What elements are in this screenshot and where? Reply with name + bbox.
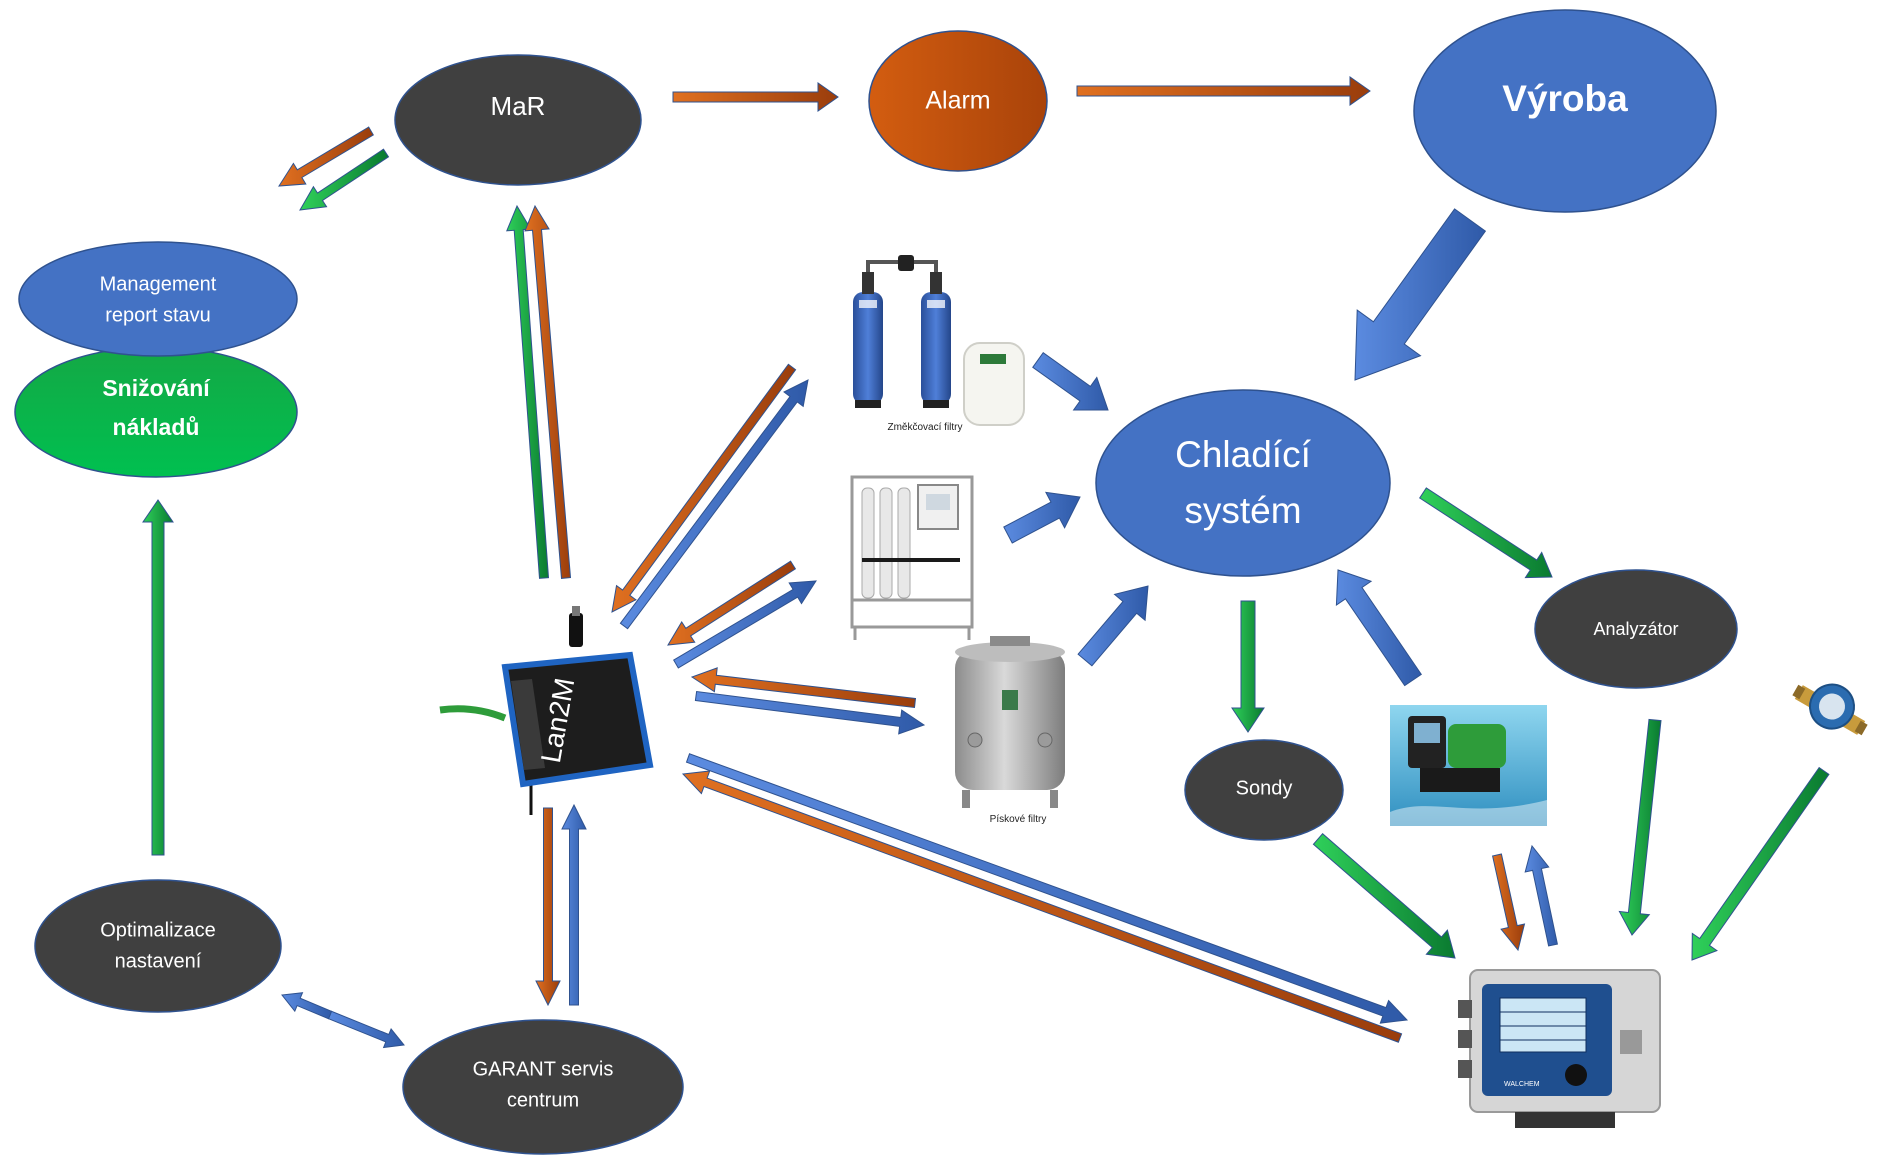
arrow-vyroba-to-chladici	[1354, 208, 1487, 381]
dosing-pump-image	[1390, 705, 1547, 826]
arrow-softener-to-chladici	[1032, 352, 1109, 411]
sand-filters-caption: Pískové filtry	[990, 814, 1047, 825]
node-analyzator[interactable]: Analyzátor	[1534, 569, 1738, 689]
node-sondy[interactable]: Sondy	[1184, 739, 1344, 841]
node-chladici-system[interactable]: Chladící systém	[1095, 389, 1391, 577]
arrow-sand-to-chladici	[1077, 585, 1149, 667]
arrow-router-to-softener-blue	[619, 379, 809, 630]
softener-caption: Změkčovací filtry	[887, 422, 962, 433]
node-garant-line1: GARANT servis	[473, 1058, 614, 1080]
node-garant-servis[interactable]: GARANT servis centrum	[402, 1019, 684, 1155]
arrow-optimalizace-to-snizovani	[142, 499, 174, 856]
arrow-router-to-mar-orange	[524, 204, 572, 579]
node-garant-line2: centrum	[507, 1089, 579, 1111]
arrow-ro-to-chladici	[1003, 491, 1081, 544]
node-management-line1: Management	[100, 273, 217, 295]
node-chladici-line2: systém	[1184, 490, 1301, 531]
lan2m-router-image: Lan2M	[439, 606, 654, 815]
controller-image: WALCHEM	[1458, 969, 1661, 1128]
softener-filters-image: Změkčovací filtry	[853, 255, 1025, 433]
arrow-garant-to-router-blue	[561, 803, 587, 1006]
arrow-optimalizace-garant-a	[327, 1010, 405, 1049]
arrow-sand-to-router-orange	[690, 667, 917, 709]
node-optimalizace-line2: nastavení	[115, 950, 202, 972]
arrow-mar-to-management-orange	[278, 126, 374, 187]
node-alarm-label: Alarm	[925, 87, 990, 115]
water-meter-image	[1792, 683, 1868, 736]
controller-brand: WALCHEM	[1504, 1081, 1540, 1088]
sand-filters-image: Pískové filtry	[955, 636, 1065, 825]
arrow-optimalizace-garant-b	[281, 992, 333, 1020]
ro-unit-image	[850, 475, 974, 640]
node-snizovani-nakladu[interactable]: Snižování nákladů	[14, 346, 298, 478]
arrow-mar-to-alarm	[672, 82, 839, 112]
arrow-ro-to-router-orange	[667, 560, 797, 646]
node-chladici-line1: Chladící	[1175, 434, 1311, 475]
node-optimalizace-line1: Optimalizace	[100, 919, 216, 941]
arrow-sondy-to-controller	[1312, 832, 1456, 959]
node-mar[interactable]: MaR	[394, 54, 642, 186]
node-snizovani-line1: Snižování	[102, 375, 211, 401]
arrow-softener-to-router-orange	[611, 363, 797, 613]
node-sondy-label: Sondy	[1236, 777, 1293, 799]
arrow-analyzator-to-controller	[1618, 718, 1662, 936]
node-management-report[interactable]: Management report stavu	[18, 241, 298, 357]
arrow-controller-to-router-orange	[681, 770, 1403, 1043]
arrow-router-to-garant-orange	[535, 807, 561, 1007]
node-alarm[interactable]: Alarm	[868, 30, 1048, 172]
arrow-router-to-sand-blue	[694, 690, 926, 735]
node-analyzator-label: Analyzátor	[1593, 619, 1678, 639]
arrow-chladici-to-analyzator	[1419, 487, 1553, 579]
arrow-pump-to-chladici	[1335, 569, 1422, 687]
arrow-mar-to-management-green	[299, 148, 390, 211]
arrows-layer	[142, 76, 1830, 1049]
arrow-pump-to-controller-orange	[1492, 853, 1526, 952]
node-management-line2: report stavu	[105, 304, 211, 326]
arrow-chladici-to-sondy	[1231, 600, 1265, 733]
node-vyroba-label: Výroba	[1502, 78, 1628, 119]
arrow-router-to-controller-blue	[685, 753, 1409, 1024]
node-vyroba[interactable]: Výroba	[1413, 9, 1717, 213]
node-mar-label: MaR	[491, 91, 546, 121]
arrow-alarm-to-vyroba	[1076, 76, 1371, 106]
arrow-router-to-ro-blue	[673, 580, 817, 669]
arrow-meter-to-controller	[1691, 766, 1830, 961]
arrow-router-to-mar-green	[506, 204, 550, 579]
node-optimalizace[interactable]: Optimalizace nastavení	[34, 879, 282, 1013]
node-snizovani-line2: nákladů	[113, 414, 200, 440]
arrow-controller-to-pump-blue	[1524, 844, 1558, 947]
